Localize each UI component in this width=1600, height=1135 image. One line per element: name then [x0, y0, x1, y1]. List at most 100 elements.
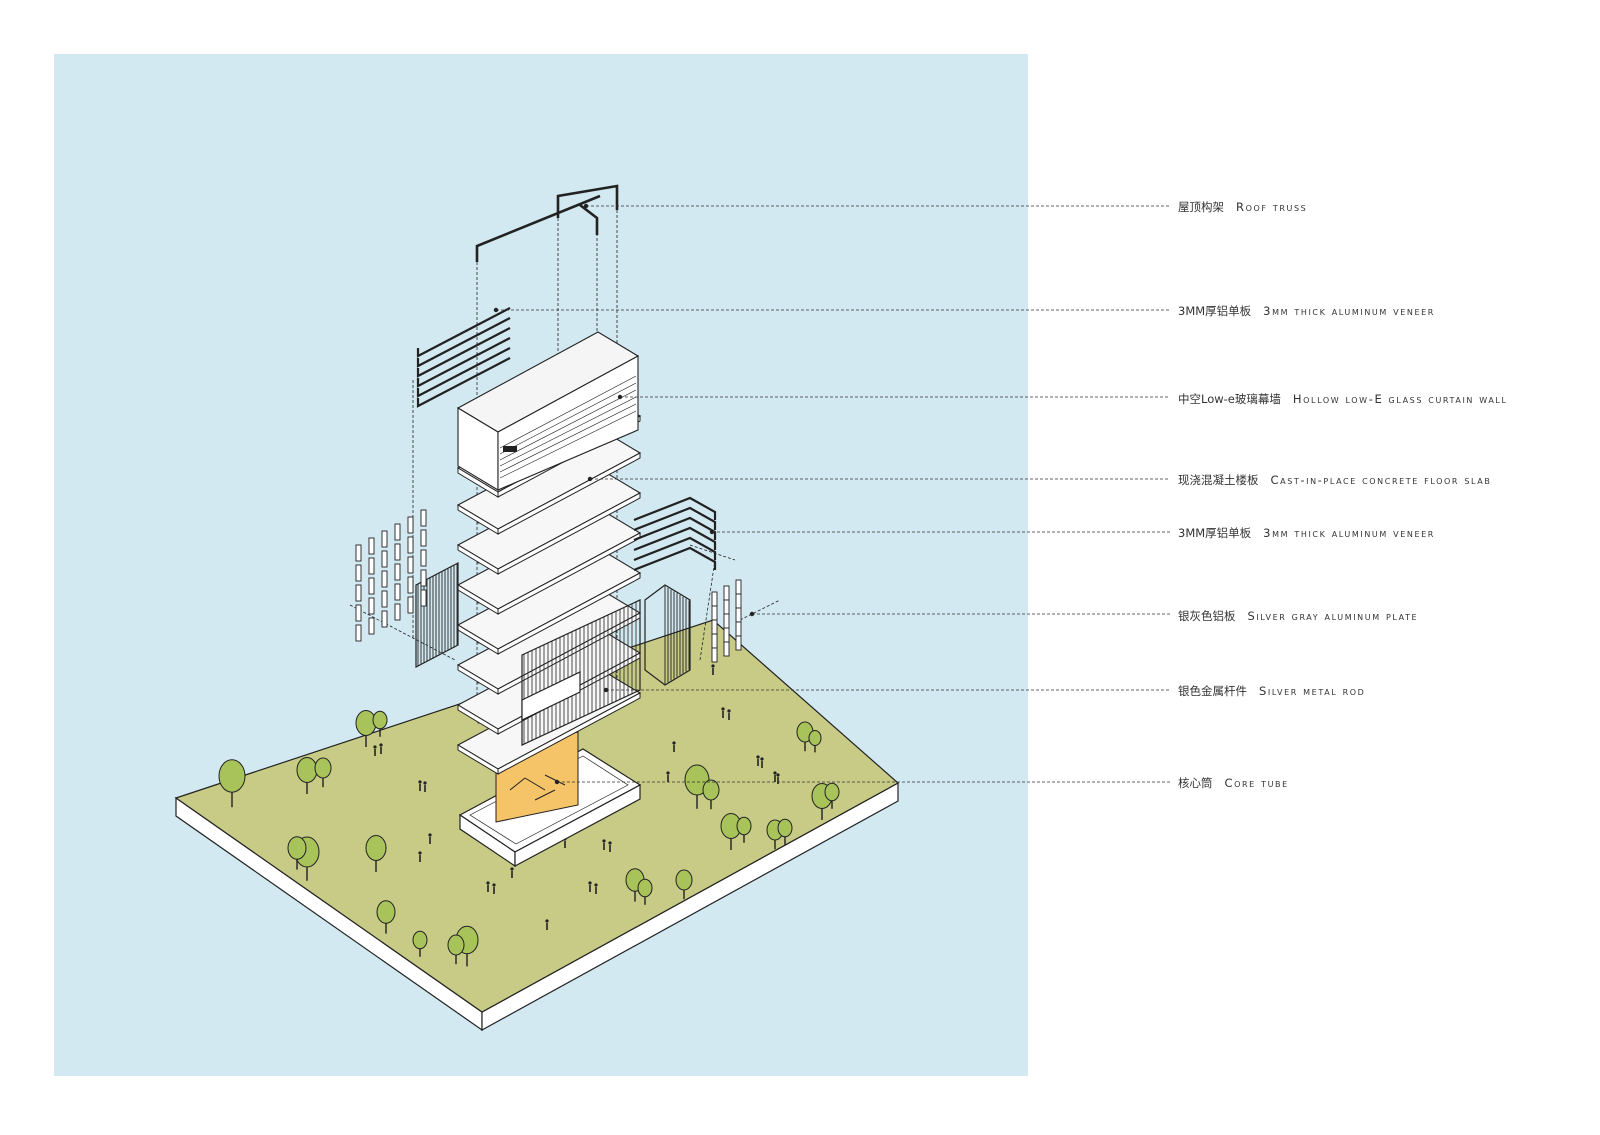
leader-dot — [493, 307, 499, 313]
person-icon — [379, 743, 383, 754]
aluminum-veneer-top — [416, 307, 511, 408]
aluminum-plate — [355, 564, 362, 582]
tree-icon — [218, 759, 246, 808]
label-aluminum-plate: 银灰色铝板 Silver gray aluminum plate — [1178, 608, 1418, 624]
aluminum-plate — [407, 516, 414, 534]
tree-icon — [808, 730, 822, 753]
silver-metal-rod-screen-left — [415, 562, 459, 668]
label-en: 3mm thick aluminum veneer — [1263, 304, 1435, 318]
person-icon — [773, 771, 777, 782]
aluminum-plate — [394, 583, 401, 601]
aluminum-plate — [381, 570, 388, 588]
veneer-bar — [633, 526, 717, 552]
person-icon — [666, 771, 670, 782]
veneer-bar — [633, 536, 717, 562]
person-icon — [545, 919, 549, 930]
aluminum-plate — [355, 544, 362, 562]
leader-dot — [749, 611, 755, 617]
aluminum-plate — [711, 633, 718, 649]
person-icon — [760, 757, 764, 768]
aluminum-plate — [723, 599, 730, 615]
aluminum-plate — [355, 584, 362, 602]
aluminum-plate — [381, 610, 388, 628]
tree-icon — [296, 757, 318, 794]
person-icon — [428, 833, 432, 844]
label-cn: 核心筒 — [1178, 776, 1213, 790]
floor-slab — [456, 534, 642, 655]
aluminum-plate — [381, 590, 388, 608]
tree-icon — [365, 835, 387, 872]
label-en: Roof truss — [1236, 200, 1308, 214]
aluminum-plate — [368, 537, 375, 555]
tree-icon — [372, 710, 388, 737]
person-icon — [492, 883, 496, 894]
label-cn: 银色金属杆件 — [1178, 684, 1247, 698]
aluminum-plate — [711, 591, 718, 607]
person-icon — [418, 780, 422, 791]
base-walls-side-right — [514, 783, 641, 868]
person-icon — [423, 781, 427, 792]
core-tube-wall — [509, 777, 526, 791]
veneer-bar — [416, 327, 511, 378]
aluminum-plate — [711, 605, 718, 621]
glass-mullion — [499, 382, 637, 455]
person-icon — [594, 883, 598, 894]
tree-icon — [702, 779, 720, 810]
aluminum-plate — [407, 556, 414, 574]
aluminum-plate — [711, 619, 718, 635]
tree-icon — [824, 782, 840, 809]
label-roof-truss: 屋顶构架 Roof truss — [1178, 199, 1307, 215]
glass-logo-mark — [503, 446, 517, 452]
person-icon — [721, 707, 725, 718]
aluminum-plate — [735, 635, 742, 651]
silver-metal-rod-screen-front — [521, 599, 641, 746]
aluminum-plate — [735, 593, 742, 609]
aluminum-plate — [420, 529, 427, 547]
veneer-bar — [416, 317, 511, 368]
label-aluminum-veneer-mid: 3MM厚铝单板 3mm thick aluminum veneer — [1178, 525, 1435, 541]
aluminum-plate — [407, 536, 414, 554]
leader-dot — [587, 476, 593, 482]
person-icon — [672, 741, 676, 752]
veneer-bar — [633, 496, 717, 522]
glass-mullion — [499, 410, 637, 479]
aluminum-plate — [368, 617, 375, 635]
aluminum-plate — [394, 563, 401, 581]
aluminum-plate — [381, 550, 388, 568]
alignment-dashed-line — [739, 599, 781, 621]
label-en: Silver metal rod — [1259, 684, 1366, 698]
label-en: Silver gray aluminum plate — [1247, 609, 1419, 623]
aluminum-plate — [735, 579, 742, 595]
label-cn: 屋顶构架 — [1178, 200, 1224, 214]
tree-icon — [376, 900, 396, 934]
aluminum-plate — [368, 557, 375, 575]
glass-mullion — [499, 375, 637, 449]
silver-metal-rod-screen-right — [644, 584, 691, 686]
aluminum-plate — [420, 589, 427, 607]
person-icon — [510, 867, 514, 878]
label-metal-rod: 银色金属杆件 Silver metal rod — [1178, 683, 1365, 699]
label-cn: 银灰色铝板 — [1178, 609, 1236, 623]
label-aluminum-veneer-top: 3MM厚铝单板 3mm thick aluminum veneer — [1178, 303, 1435, 319]
person-icon — [608, 841, 612, 852]
label-en: Hollow low-E glass curtain wall — [1292, 392, 1508, 406]
label-cn: 3MM厚铝单板 — [1178, 304, 1252, 318]
veneer-bar — [416, 307, 511, 358]
person-icon — [756, 755, 760, 766]
aluminum-plate — [735, 621, 742, 637]
aluminum-plate — [420, 569, 427, 587]
aluminum-plate — [735, 607, 742, 623]
aluminum-plate — [723, 585, 730, 601]
tree-icon — [637, 878, 653, 905]
aluminum-plate — [711, 647, 718, 663]
person-icon — [588, 881, 592, 892]
alignment-dashed-line — [689, 544, 736, 561]
person-icon — [711, 664, 715, 675]
floor-slab — [456, 454, 642, 575]
aluminum-plate — [420, 549, 427, 567]
label-core-tube: 核心筒 Core tube — [1178, 775, 1289, 791]
glass-curtain-block — [456, 331, 640, 491]
person-icon — [486, 881, 490, 892]
